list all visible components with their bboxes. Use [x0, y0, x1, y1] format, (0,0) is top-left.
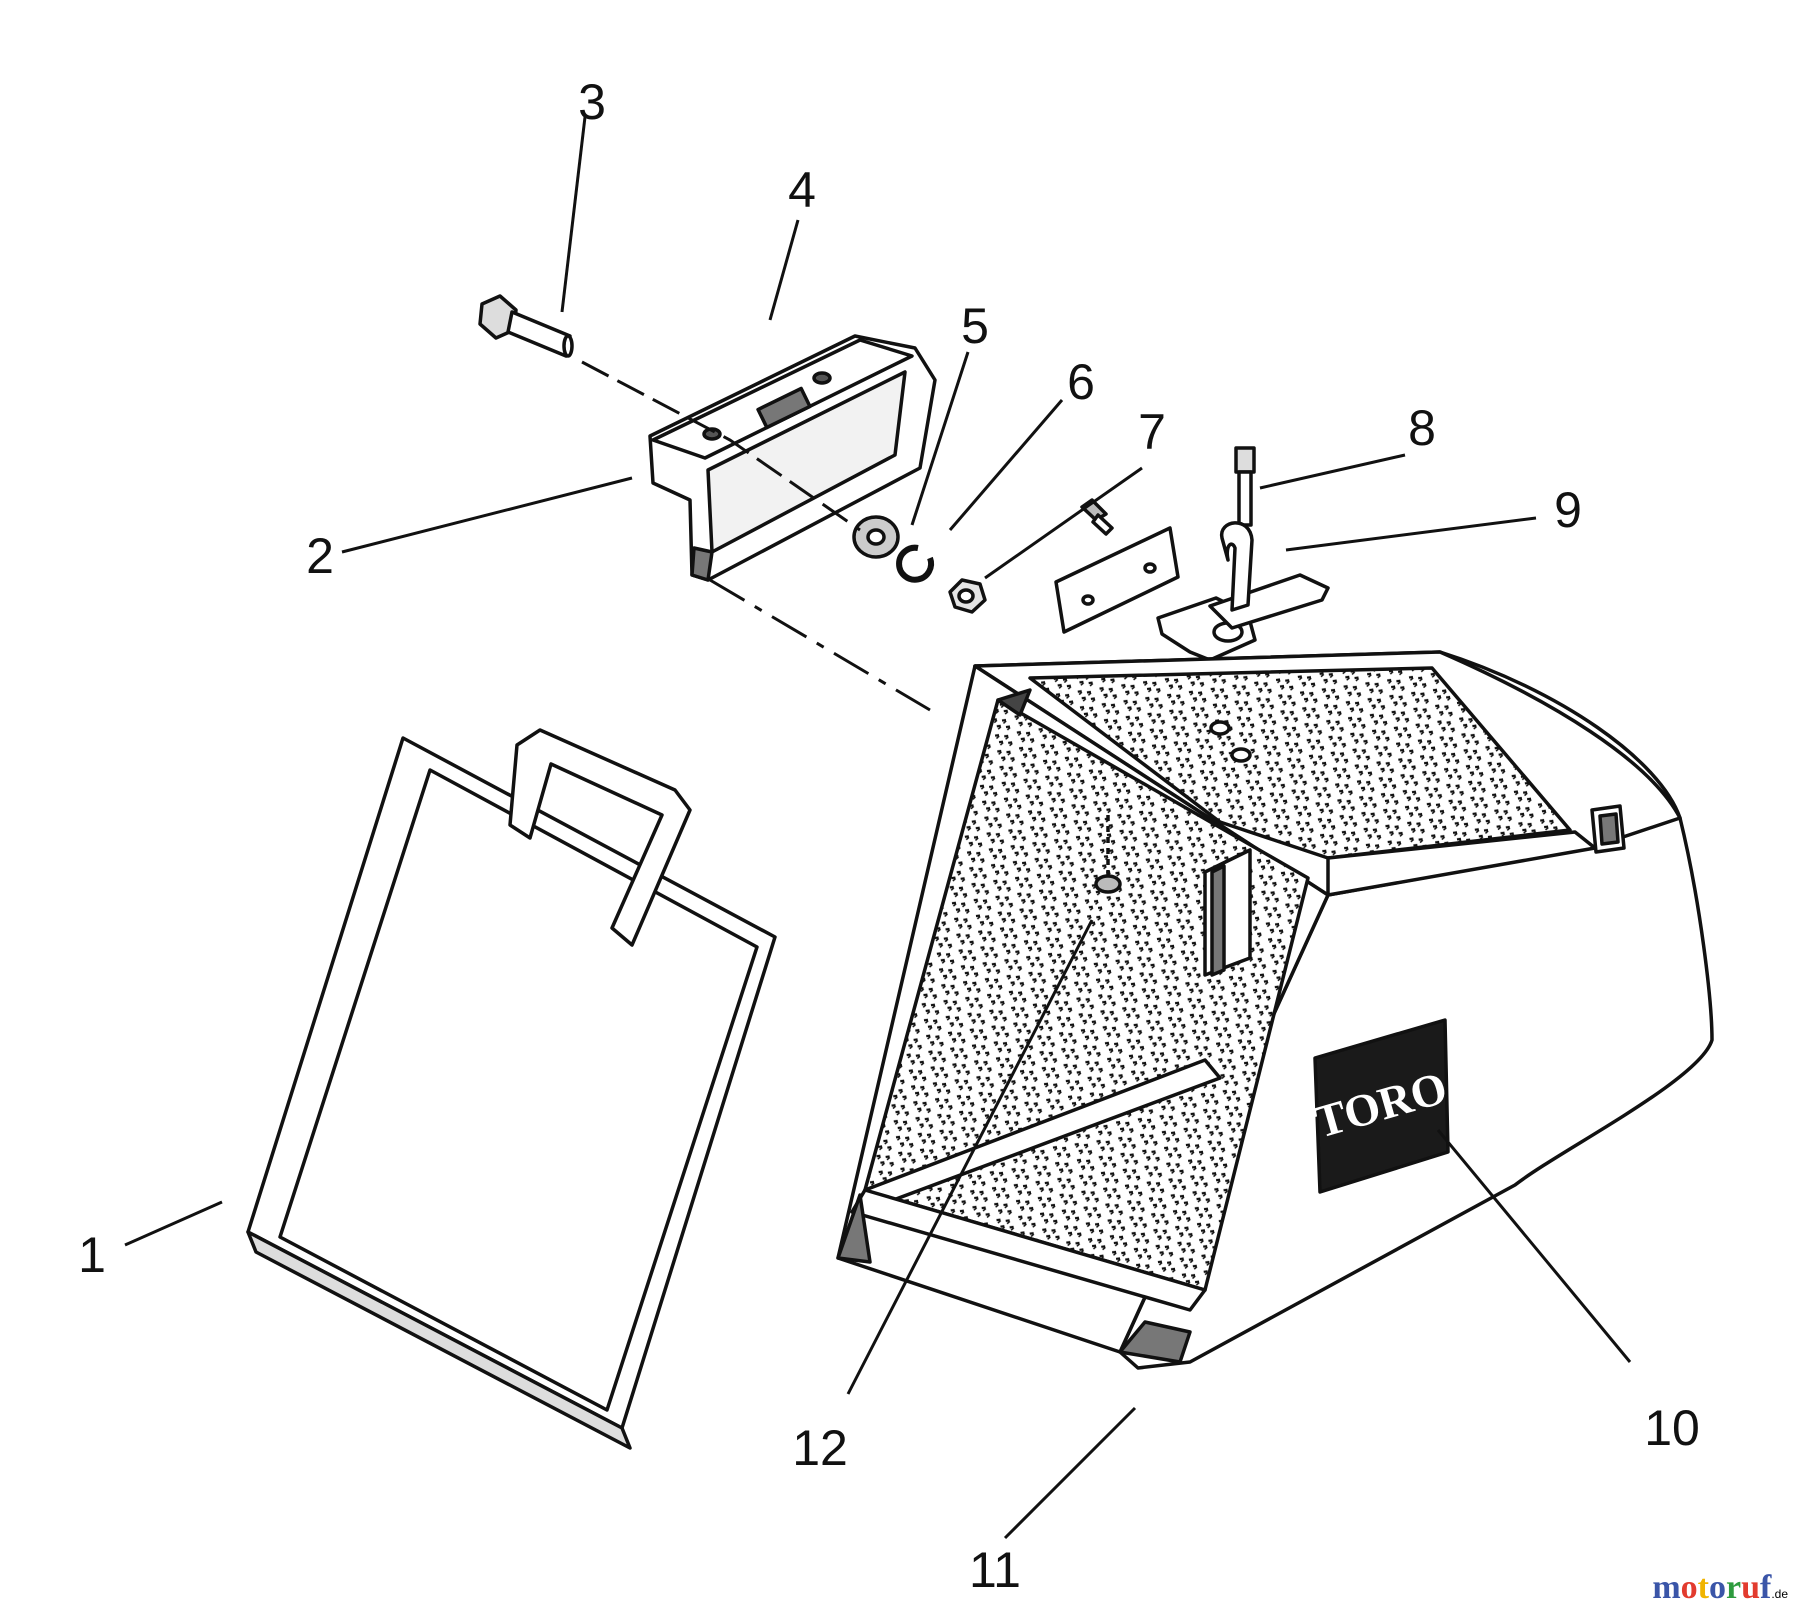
part-5-washer: [852, 515, 900, 559]
part-1-bag-frame: [246, 728, 777, 1450]
watermark-letter-2: t: [1697, 1569, 1709, 1606]
watermark-letter-0: m: [1652, 1569, 1681, 1606]
watermark-letters: motoruf: [1652, 1569, 1771, 1606]
callout-6: 6: [1067, 354, 1095, 410]
callout-3: 3: [578, 74, 606, 130]
part-10-bag-body: TORO: [836, 650, 1714, 1370]
callout-2: 2: [306, 528, 334, 584]
part-9-latch: [1156, 521, 1330, 662]
leader-lines: [124, 116, 1632, 1540]
part-6-lock-washer: [896, 544, 935, 583]
callout-4: 4: [788, 162, 816, 218]
part-2-4-bracket: [648, 334, 937, 582]
part-3-bolt: [478, 294, 574, 358]
callout-9: 9: [1554, 482, 1582, 538]
watermark-letter-5: u: [1741, 1569, 1760, 1606]
watermark-letter-3: o: [1708, 1569, 1726, 1606]
callout-1: 1: [78, 1227, 106, 1283]
watermark-letter-6: f: [1759, 1569, 1772, 1606]
motoruf-watermark: motoruf.de: [1652, 1569, 1788, 1607]
callout-10: 10: [1644, 1400, 1700, 1456]
callout-8: 8: [1408, 400, 1436, 456]
part-8-bolt: [1234, 446, 1256, 527]
callout-7: 7: [1138, 404, 1166, 460]
callout-5: 5: [961, 298, 989, 354]
part-7-nut: [948, 578, 987, 614]
watermark-tld: .de: [1771, 1587, 1788, 1601]
rivet-and-plate: [1054, 498, 1180, 634]
callout-12: 12: [792, 1420, 848, 1476]
watermark-letter-4: r: [1725, 1569, 1742, 1606]
watermark-letter-1: o: [1680, 1569, 1698, 1606]
callout-11: 11: [969, 1542, 1021, 1598]
